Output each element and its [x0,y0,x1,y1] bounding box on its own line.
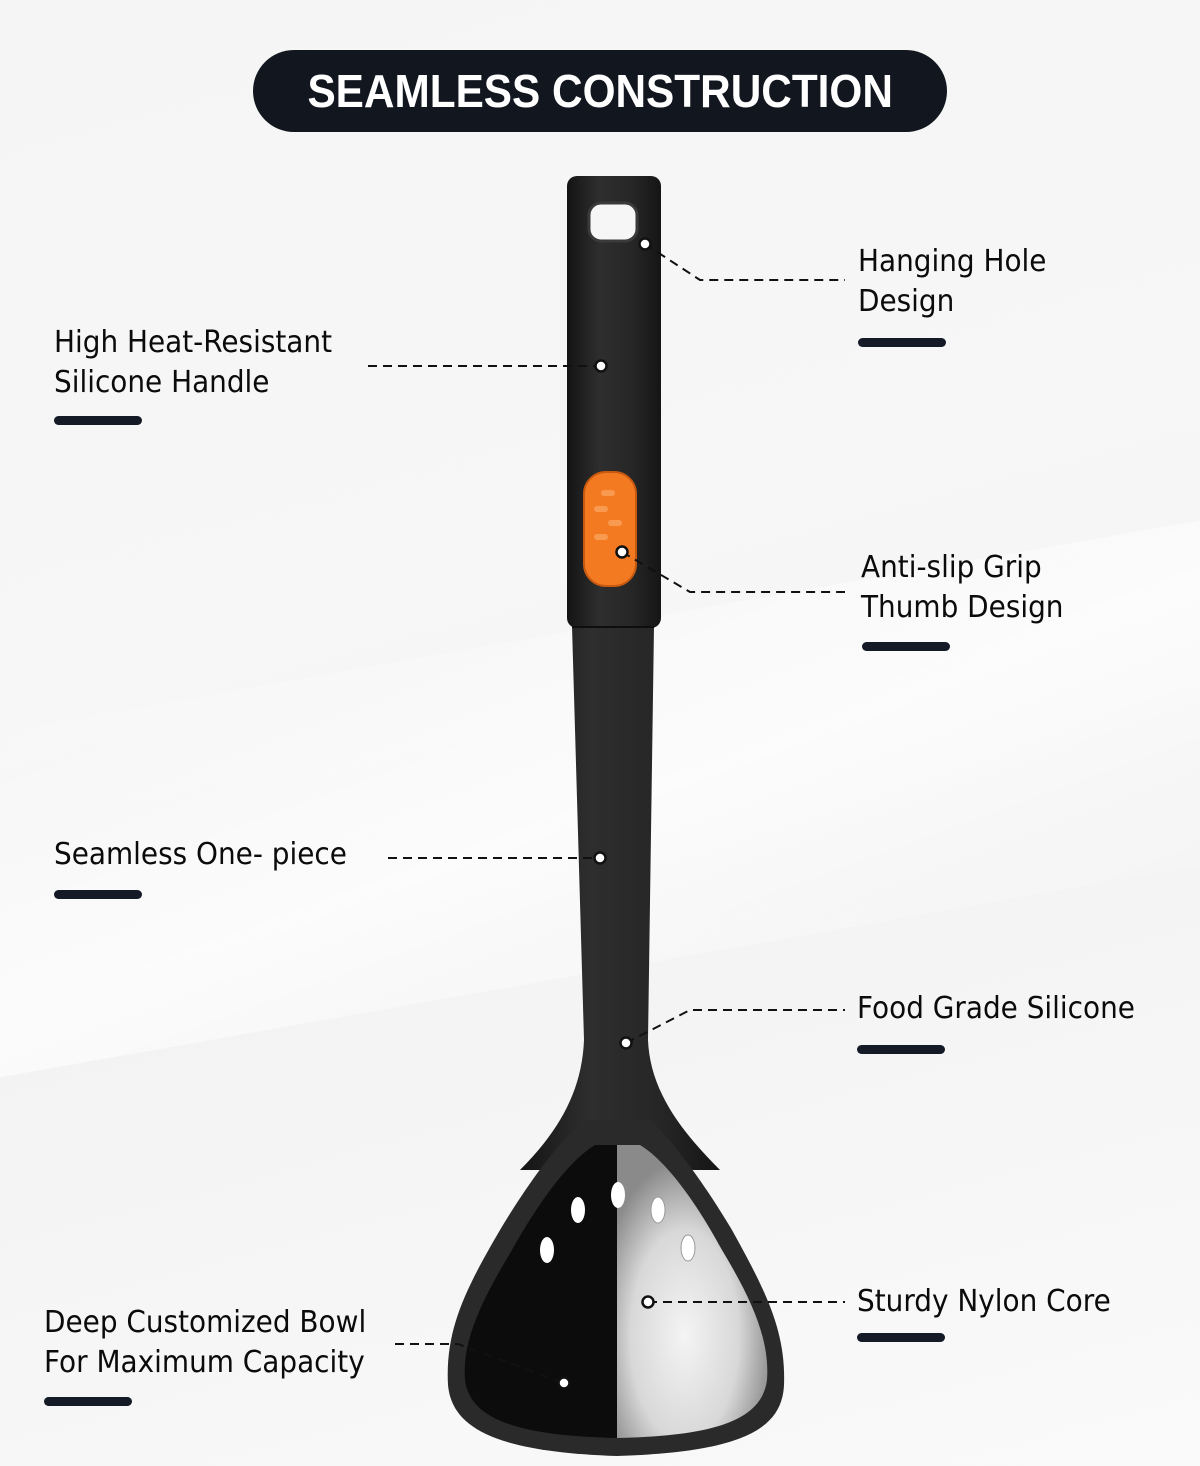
callout-line1: Food Grade Silicone [857,991,1135,1026]
leader-anti-slip [621,551,845,593]
callout-seamless-one-piece: Seamless One- piece [54,835,347,875]
callout-anti-slip-grip: Anti-slip Grip Thumb Design [861,548,1063,628]
callout-line1: High Heat-Resistant [54,325,333,360]
callout-line1: Seamless One- piece [54,837,347,872]
thumb-grip [583,471,637,587]
leader-food-grade [625,1009,845,1044]
callout-line2: For Maximum Capacity [44,1345,365,1380]
dot-hanging-hole [638,237,652,251]
callout-underline [862,642,950,651]
dot-food-grade [619,1036,633,1050]
callout-line1: Deep Customized Bowl [44,1305,367,1340]
callout-underline [857,1333,945,1342]
callout-underline [858,338,946,347]
dot-anti-slip [615,545,629,559]
leader-deep-bowl [395,1343,565,1384]
callout-sturdy-nylon-core: Sturdy Nylon Core [857,1282,1111,1322]
dot-heat-handle [594,359,608,373]
dot-nylon-core [641,1295,655,1309]
callout-underline [857,1045,945,1054]
hanging-hole [587,201,639,243]
callout-line2: Silicone Handle [54,365,270,400]
callout-food-grade-silicone: Food Grade Silicone [857,989,1135,1029]
callout-underline [54,416,142,425]
title-banner: SEAMLESS CONSTRUCTION [253,50,947,132]
callout-hanging-hole: Hanging Hole Design [858,242,1046,322]
dot-seamless [593,851,607,865]
leader-hanging-hole [644,243,845,281]
callout-line2: Thumb Design [861,590,1064,625]
callout-line1: Sturdy Nylon Core [857,1284,1111,1319]
handle-lower [520,626,720,1170]
callout-underline [44,1397,132,1406]
callout-heat-resistant-handle: High Heat-Resistant Silicone Handle [54,323,332,403]
dot-deep-bowl [557,1376,571,1390]
callout-underline [54,890,142,899]
callout-line1: Anti-slip Grip [861,550,1042,585]
page-title: SEAMLESS CONSTRUCTION [307,65,893,117]
callout-line2: Design [858,284,955,319]
callout-deep-bowl: Deep Customized Bowl For Maximum Capacit… [44,1303,366,1383]
callout-line1: Hanging Hole [858,244,1047,279]
